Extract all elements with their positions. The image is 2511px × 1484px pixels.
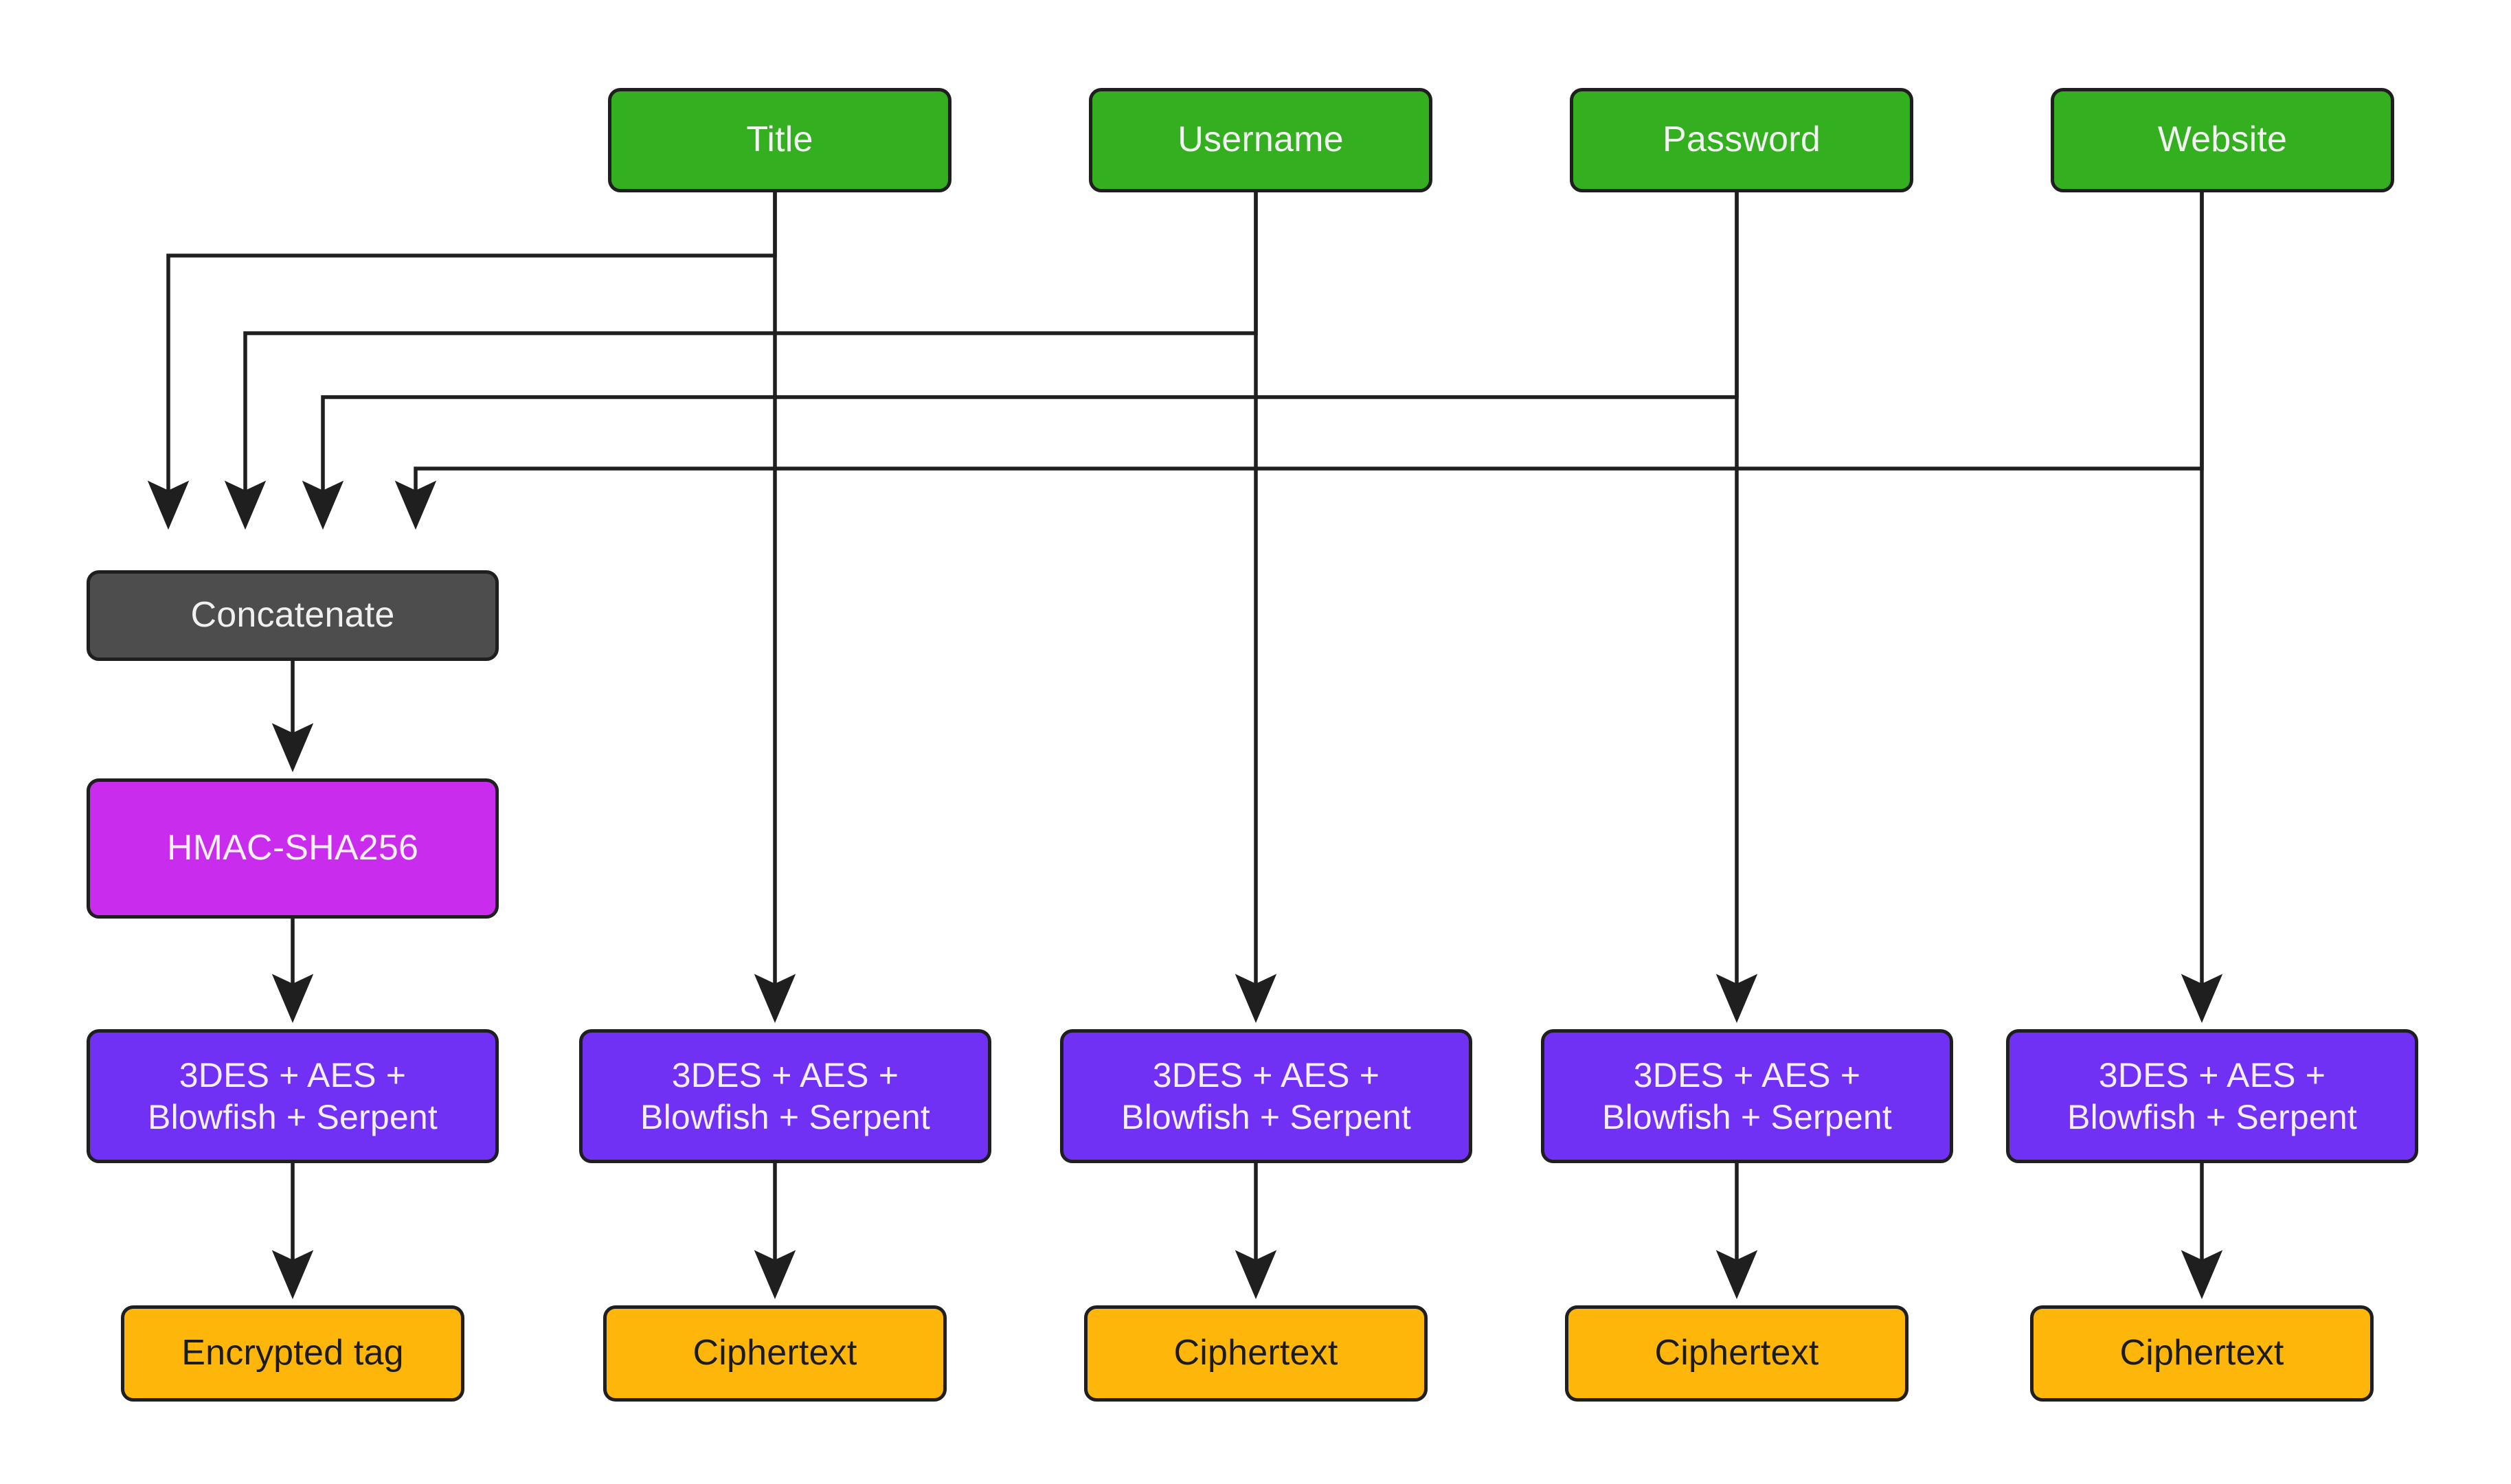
node-input-website[interactable]: Website xyxy=(2051,88,2394,192)
node-cipher-algorithms-title[interactable]: 3DES + AES + Blowfish + Serpent xyxy=(579,1029,991,1163)
node-label: Title xyxy=(746,120,813,160)
node-cipher-algorithms-website[interactable]: 3DES + AES + Blowfish + Serpent xyxy=(2006,1029,2418,1163)
node-label: Concatenate xyxy=(190,595,395,636)
node-label: 3DES + AES + Blowfish + Serpent xyxy=(1602,1055,1892,1136)
node-label: 3DES + AES + Blowfish + Serpent xyxy=(148,1055,438,1136)
node-output-ciphertext-username[interactable]: Ciphertext xyxy=(1084,1305,1428,1402)
node-label: Username xyxy=(1178,120,1344,160)
node-cipher-algorithms-username[interactable]: 3DES + AES + Blowfish + Serpent xyxy=(1060,1029,1472,1163)
node-label: Password xyxy=(1663,120,1821,160)
node-input-title[interactable]: Title xyxy=(608,88,952,192)
node-output-ciphertext-password[interactable]: Ciphertext xyxy=(1565,1305,1908,1402)
node-cipher-algorithms-tag[interactable]: 3DES + AES + Blowfish + Serpent xyxy=(87,1029,499,1163)
edge-title-to-concatenate xyxy=(147,192,777,530)
node-label: Ciphertext xyxy=(1173,1333,1338,1373)
node-output-ciphertext-title[interactable]: Ciphertext xyxy=(603,1305,947,1402)
edge-website-to-concatenate xyxy=(394,192,2204,530)
node-input-password[interactable]: Password xyxy=(1570,88,1913,192)
node-label: Encrypted tag xyxy=(181,1333,404,1373)
node-label: 3DES + AES + Blowfish + Serpent xyxy=(2067,1055,2357,1136)
node-concatenate[interactable]: Concatenate xyxy=(87,570,499,661)
node-label: HMAC-SHA256 xyxy=(166,828,419,868)
node-label: Ciphertext xyxy=(1654,1333,1819,1373)
edge-username-to-concatenate xyxy=(224,192,1258,530)
node-label: Ciphertext xyxy=(693,1333,857,1373)
node-label: Ciphertext xyxy=(2119,1333,2284,1373)
edge-password-to-concatenate xyxy=(302,192,1739,530)
node-input-username[interactable]: Username xyxy=(1089,88,1432,192)
node-hmac-sha256[interactable]: HMAC-SHA256 xyxy=(87,778,499,919)
node-output-encrypted-tag[interactable]: Encrypted tag xyxy=(121,1305,464,1402)
node-label: Website xyxy=(2157,120,2288,160)
node-label: 3DES + AES + Blowfish + Serpent xyxy=(1121,1055,1411,1136)
node-output-ciphertext-website[interactable]: Ciphertext xyxy=(2030,1305,2374,1402)
node-label: 3DES + AES + Blowfish + Serpent xyxy=(640,1055,930,1136)
node-cipher-algorithms-password[interactable]: 3DES + AES + Blowfish + Serpent xyxy=(1541,1029,1953,1163)
